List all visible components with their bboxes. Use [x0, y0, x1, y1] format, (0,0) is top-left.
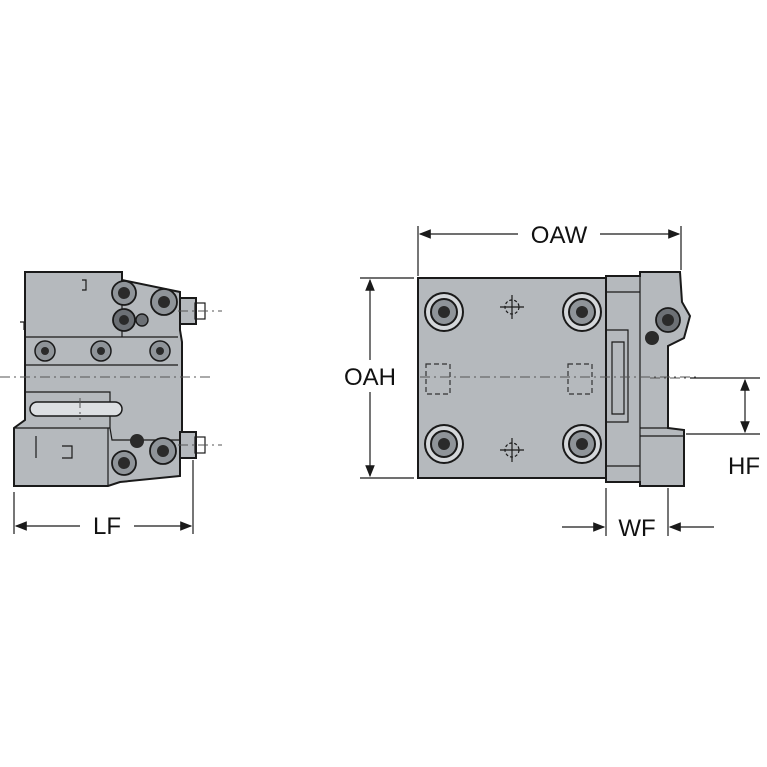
front-screw-bottom-left — [424, 424, 464, 464]
hf-dimension: HF — [686, 377, 760, 480]
side-screw-row-middle — [34, 340, 171, 362]
front-view — [417, 271, 700, 487]
wf-dimension: WF — [562, 488, 714, 542]
oaw-dimension: OAW — [417, 222, 682, 276]
side-view — [0, 271, 222, 487]
lf-dimension: LF — [13, 460, 194, 540]
front-thread-bottom — [500, 438, 524, 462]
front-screw-top-right — [562, 292, 602, 332]
oah-dimension: OAH — [344, 277, 414, 479]
front-clamp-screw — [645, 307, 681, 345]
oah-label: OAH — [344, 364, 396, 391]
front-view-clamp — [605, 271, 692, 487]
side-screw-cluster-upper — [111, 280, 178, 332]
front-screw-top-left — [424, 292, 464, 332]
lf-label: LF — [93, 513, 121, 540]
front-screw-bottom-right — [562, 424, 602, 464]
front-hidden-pocket-right — [567, 363, 593, 395]
side-view-slot — [29, 401, 123, 417]
wf-label: WF — [618, 515, 655, 542]
hf-label: HF — [728, 453, 760, 480]
side-screw-cluster-lower — [111, 434, 177, 476]
oaw-label: OAW — [531, 222, 588, 249]
front-hidden-pocket-left — [425, 363, 451, 395]
front-thread-top — [500, 295, 524, 319]
